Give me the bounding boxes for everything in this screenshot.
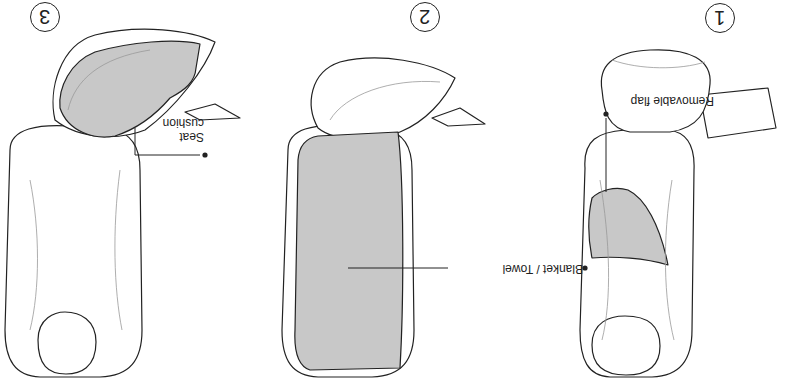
step-number-circle: 2 bbox=[410, 2, 440, 32]
callout-label: Seat cushion bbox=[140, 115, 204, 143]
leader-dots bbox=[202, 111, 608, 270]
step-number-circle: 3 bbox=[30, 2, 60, 32]
seat-bottom bbox=[38, 312, 96, 374]
removable-flap bbox=[589, 188, 668, 265]
seat-bottom bbox=[592, 316, 660, 375]
seat-back bbox=[5, 126, 142, 377]
seat-back bbox=[282, 126, 414, 377]
step-number-circle: 1 bbox=[705, 3, 735, 33]
step-number: 1 bbox=[714, 8, 725, 28]
step-number: 3 bbox=[39, 7, 50, 27]
headrest-arm bbox=[432, 108, 485, 126]
headrest bbox=[311, 58, 455, 139]
step-number: 2 bbox=[419, 7, 430, 27]
leader-lines bbox=[135, 118, 606, 268]
callout-label: Blanket / Towel bbox=[455, 261, 583, 275]
seat-back bbox=[580, 130, 694, 377]
callout-label: Removable flap bbox=[584, 93, 714, 107]
blanket bbox=[295, 132, 403, 370]
